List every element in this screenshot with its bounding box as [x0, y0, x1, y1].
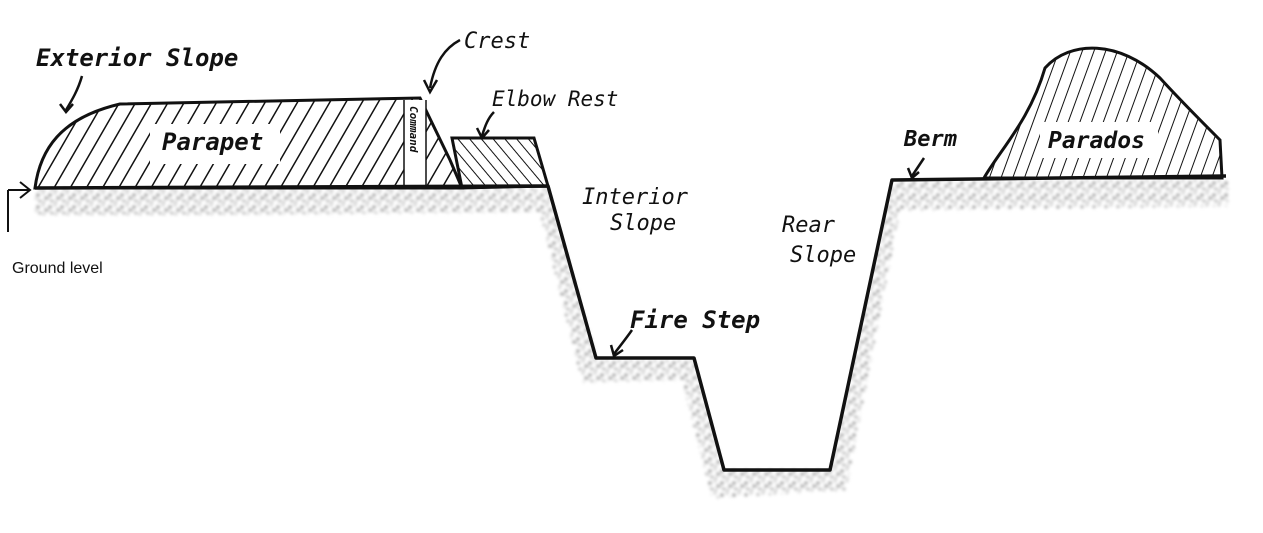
crest-arrow	[428, 38, 461, 89]
berm-label: Berm	[903, 127, 957, 152]
parapet-label: Parapet	[162, 128, 263, 156]
interior-slope-label-line2: Slope	[610, 211, 676, 236]
fire-step-label: Fire Step	[630, 306, 760, 334]
elbow-rest-arrow	[480, 111, 495, 137]
fire-step-arrow	[613, 329, 634, 355]
crest-label: Crest	[464, 29, 530, 54]
trench-profile	[34, 174, 1227, 472]
command-label: Command	[407, 106, 420, 153]
exterior-slope-arrow	[64, 75, 84, 111]
parados-mound	[981, 46, 1224, 180]
ground-level-arrow	[7, 181, 32, 232]
pointer-arrows	[59, 38, 926, 359]
ground-level-label: Ground level	[12, 260, 103, 277]
elbow-rest-mound	[450, 136, 550, 190]
soil-texture	[35, 178, 1228, 498]
interior-slope-label-line1: Interior	[582, 185, 689, 210]
exterior-slope-label: Exterior Slope	[36, 44, 238, 72]
rear-slope-label-line1: Rear	[782, 213, 836, 238]
command-strip	[404, 100, 426, 186]
elbow-rest-label: Elbow Rest	[492, 87, 618, 111]
parados-label: Parados	[1048, 128, 1145, 154]
berm-arrow	[910, 157, 926, 177]
rear-slope-label-line2: Slope	[790, 243, 856, 268]
